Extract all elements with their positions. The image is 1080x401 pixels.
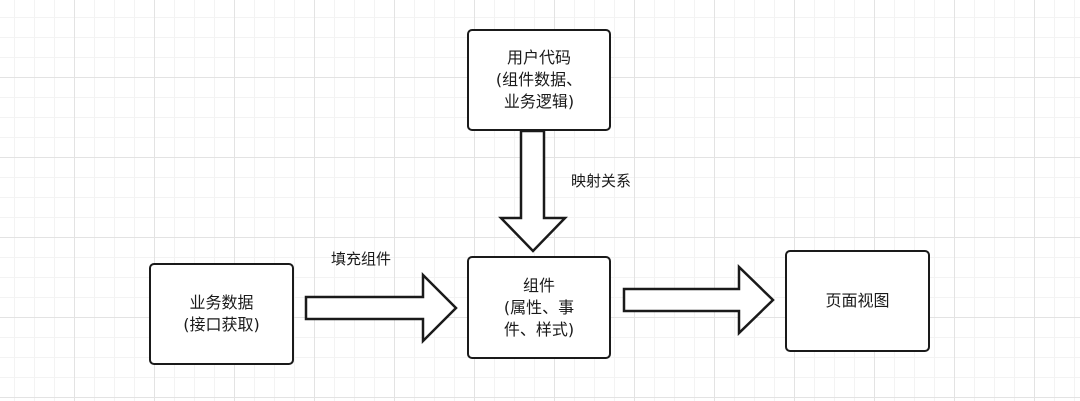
node-user-code: 用户代码 (组件数据、 业务逻辑) (467, 29, 611, 131)
arrow-render (622, 264, 775, 336)
node-component-line1: 组件 (522, 275, 555, 295)
node-page-view-line1: 页面视图 (825, 291, 890, 310)
node-page-view: 页面视图 (785, 250, 930, 352)
node-component: 组件 (属性、事 件、样式) (467, 256, 611, 359)
node-business-data-line2: (接口获取) (183, 315, 260, 334)
arrow-fill-component (304, 271, 458, 345)
arrow-mapping (498, 129, 568, 253)
node-component-line2: (属性、事 (503, 297, 575, 317)
edge-label-mapping: 映射关系 (571, 172, 632, 190)
node-user-code-line1: 用户代码 (506, 48, 571, 67)
node-component-line3: 件、样式) (503, 319, 575, 339)
node-user-code-line2: (组件数据、 (495, 70, 583, 89)
node-business-data: 业务数据 (接口获取) (149, 263, 294, 365)
node-business-data-line1: 业务数据 (189, 293, 254, 312)
node-user-code-line3: 业务逻辑) (503, 92, 575, 111)
edge-label-fill-component: 填充组件 (331, 250, 392, 268)
